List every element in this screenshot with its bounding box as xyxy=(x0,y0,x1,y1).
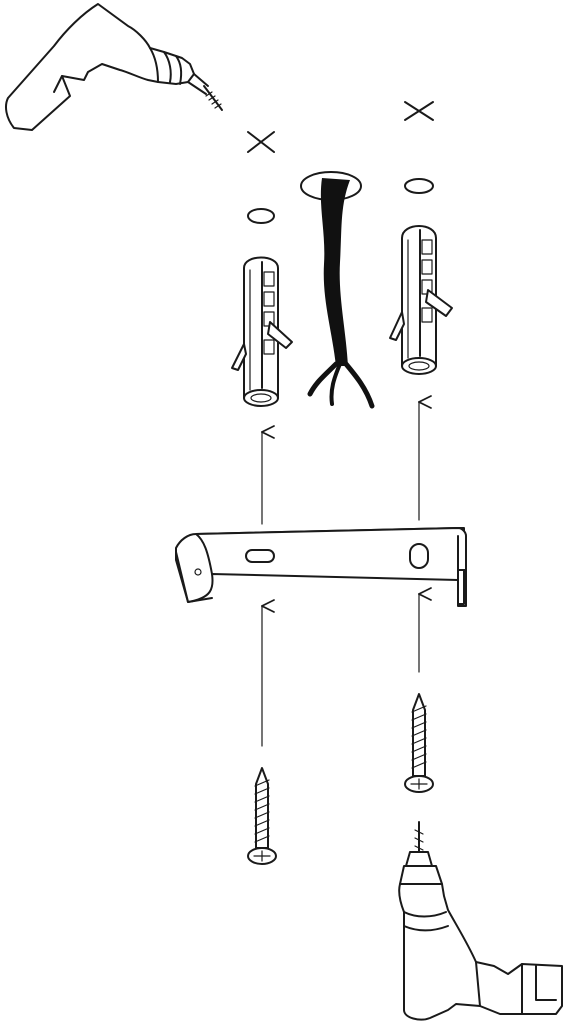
wall-hole xyxy=(247,208,275,224)
bracket-slot xyxy=(245,549,275,563)
drill-icon xyxy=(5,3,223,131)
drill-mark-x xyxy=(404,101,434,121)
mounting-bracket xyxy=(175,527,467,607)
drill-icon xyxy=(398,821,563,1021)
screw xyxy=(247,767,277,865)
wall-plug xyxy=(389,225,453,375)
wall-hole xyxy=(404,178,434,194)
bracket-slot xyxy=(409,543,429,569)
wall-plug xyxy=(231,256,293,407)
cable-outlet xyxy=(300,171,375,409)
drill-mark-x xyxy=(247,131,275,153)
screw xyxy=(404,693,434,793)
